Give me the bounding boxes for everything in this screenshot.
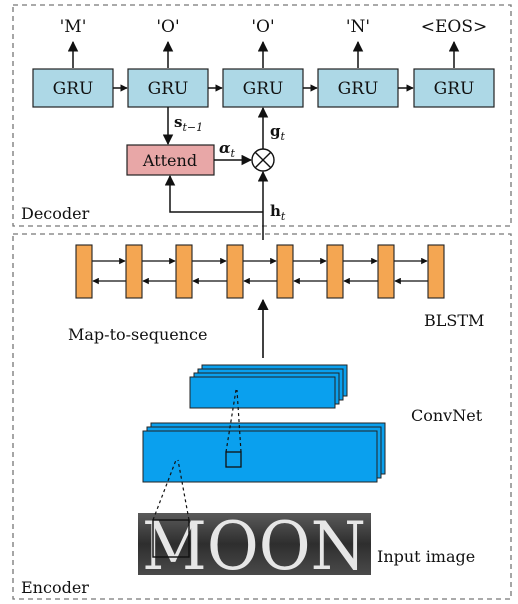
gru-cell-1: GRU — [32, 68, 114, 108]
blstm-cell-2 — [125, 244, 143, 299]
features-symbol: ht — [270, 202, 286, 223]
gru-cell-2: GRU — [127, 68, 209, 108]
blstm-cell-6 — [326, 244, 344, 299]
receptive-field-lines-upper — [225, 389, 242, 453]
decoder-output-tokens: 'M' 'O' 'O' 'N' <EOS> — [60, 17, 488, 37]
state-symbol: st−1 — [174, 113, 203, 134]
blstm-cell-7 — [377, 244, 395, 299]
decoder-panel-border — [12, 4, 512, 227]
blstm-cells — [75, 244, 445, 299]
gru-cell-3-label: GRU — [243, 79, 284, 99]
output-token-4: 'N' — [346, 17, 370, 37]
gru-cell-4: GRU — [317, 68, 399, 108]
blstm-cell-1 — [75, 244, 93, 299]
convnet-feature-maps-top — [189, 364, 348, 409]
gru-cell-3: GRU — [222, 68, 304, 108]
gru-cell-1-label: GRU — [53, 79, 94, 99]
attend-block: Attend — [126, 144, 215, 176]
gru-output-arrows — [67, 40, 460, 68]
convnet-label: ConvNet — [411, 406, 483, 425]
gru-cell-5: GRU — [413, 68, 495, 108]
output-token-3: 'O' — [251, 17, 274, 37]
encoder-features-path — [164, 170, 269, 240]
blstm-label: BLSTM — [424, 311, 484, 330]
blstm-cell-5 — [276, 244, 294, 299]
convnet-feature-maps-bottom — [142, 422, 386, 483]
decoder-label: Decoder — [21, 204, 90, 223]
receptive-field-lines-lower — [152, 459, 190, 521]
gru-cell-5-label: GRU — [434, 79, 475, 99]
input-image-word: MOON — [142, 508, 366, 585]
blstm-cell-8 — [427, 244, 445, 299]
output-token-2: 'O' — [156, 17, 179, 37]
blstm-cell-4 — [226, 244, 244, 299]
gru-cell-2-label: GRU — [148, 79, 189, 99]
map-to-sequence-label: Map-to-sequence — [68, 325, 207, 344]
input-image-label: Input image — [377, 547, 475, 566]
attend-label: Attend — [142, 151, 197, 170]
gru-cell-4-label: GRU — [338, 79, 379, 99]
glimpse-symbol: gt — [270, 122, 286, 143]
gru-cells: GRU GRU GRU GRU GRU — [32, 68, 495, 108]
encoder-panel-border — [12, 233, 512, 600]
output-token-1: 'M' — [60, 17, 87, 37]
output-token-5: <EOS> — [421, 17, 487, 37]
otimes-operator — [251, 148, 275, 172]
input-image: MOON — [138, 508, 371, 585]
blstm-layer — [75, 244, 445, 299]
blstm-arrows — [92, 257, 428, 285]
encoder-label: Encoder — [21, 578, 89, 597]
receptive-field-box-convnet — [225, 451, 242, 468]
receptive-field-box-image — [152, 519, 190, 558]
alpha-symbol: αt — [219, 139, 236, 160]
blstm-cell-3 — [175, 244, 193, 299]
